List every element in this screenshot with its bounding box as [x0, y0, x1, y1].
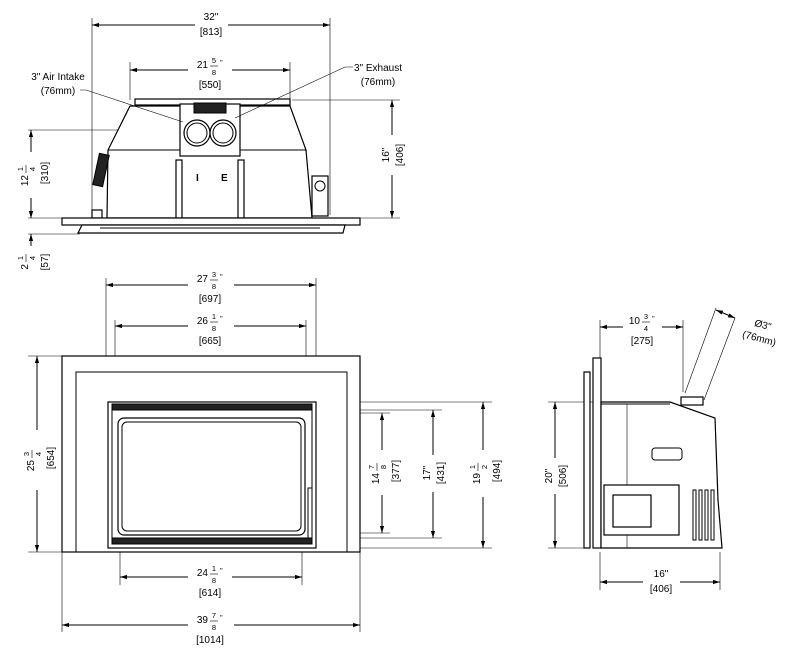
side-view: 10 3 4 " [275] Ø3" (76mm) 20" [506] 16" …	[544, 307, 777, 595]
svg-text:[1014]: [1014]	[196, 635, 224, 646]
svg-text:[57]: [57]	[40, 253, 51, 270]
svg-text:1: 1	[16, 256, 25, 260]
svg-text:14: 14	[371, 473, 382, 485]
dim-side-height: 20" [506]	[544, 465, 569, 487]
svg-text:17": 17"	[422, 465, 433, 480]
svg-text:2: 2	[480, 465, 489, 469]
svg-text:4: 4	[28, 167, 37, 171]
svg-text:": "	[220, 566, 223, 575]
side-vent-slots	[692, 489, 715, 541]
svg-text:1: 1	[16, 167, 25, 171]
svg-text:20": 20"	[544, 468, 555, 483]
dim-overall-width: 32" [813]	[200, 12, 222, 38]
svg-text:[665]: [665]	[199, 336, 221, 347]
svg-text:10: 10	[629, 316, 641, 327]
svg-text:1: 1	[212, 564, 216, 573]
svg-text:": "	[220, 272, 223, 281]
svg-text:[550]: [550]	[199, 80, 221, 91]
svg-text:3: 3	[22, 452, 31, 456]
svg-text:[494]: [494]	[492, 460, 503, 482]
svg-text:4: 4	[644, 324, 648, 333]
svg-text:2: 2	[20, 264, 31, 270]
svg-text:21: 21	[197, 60, 209, 71]
svg-text:4: 4	[28, 256, 37, 260]
svg-text:39: 39	[197, 615, 209, 626]
svg-text:8: 8	[212, 324, 216, 333]
svg-text:[310]: [310]	[40, 162, 51, 184]
svg-text:8: 8	[212, 623, 216, 632]
svg-text:24: 24	[197, 568, 209, 579]
dim-opening-height: 17" [431]	[422, 462, 447, 484]
svg-text:": "	[220, 613, 223, 622]
svg-text:27: 27	[197, 274, 209, 285]
svg-text:8: 8	[212, 576, 216, 585]
dim-flange: 2 1 4 [57]	[16, 253, 51, 270]
svg-text:[431]: [431]	[436, 462, 447, 484]
svg-text:26: 26	[197, 316, 209, 327]
svg-text:[406]: [406]	[395, 144, 406, 166]
exhaust-label: 3" Exhaust (76mm)	[234, 63, 402, 119]
svg-text:(76mm): (76mm)	[41, 86, 75, 97]
svg-text:(76mm): (76mm)	[741, 329, 777, 349]
svg-text:16": 16"	[381, 147, 392, 162]
dim-surround-height: 25 3 4 [654]	[22, 447, 57, 471]
dim-flue-diameter: Ø3" (76mm)	[741, 318, 777, 349]
svg-text:[506]: [506]	[558, 465, 569, 487]
svg-text:25: 25	[26, 460, 37, 472]
svg-text:[697]: [697]	[199, 294, 221, 305]
dim-door-height: 19 1 2 [494]	[468, 460, 503, 484]
svg-text:[654]: [654]	[46, 447, 57, 469]
svg-text:5: 5	[212, 56, 216, 65]
exhaust-collar	[209, 119, 237, 147]
dim-door-outer-width: 27 3 8 " [697]	[197, 270, 223, 305]
air-intake-collar	[183, 119, 211, 147]
dim-door-inner-width: 26 1 8 " [665]	[197, 312, 223, 347]
dim-flue-offset: 10 3 4 " [275]	[629, 312, 655, 347]
top-view: I E 32" [813] 21 5 8 " [550] 3" Air Inta…	[16, 12, 406, 270]
dim-glass-height: 14 7 8 [377]	[367, 460, 402, 484]
dim-height: 16" [406]	[381, 144, 406, 166]
dim-side-depth: 16" [406]	[650, 569, 672, 595]
svg-text:": "	[220, 58, 223, 67]
svg-text:(76mm): (76mm)	[361, 77, 395, 88]
svg-text:": "	[220, 314, 223, 323]
svg-text:3" Air Intake: 3" Air Intake	[31, 72, 85, 83]
front-view: 27 3 8 " [697] 26 1 8 " [665] 25 3 4 [65…	[22, 270, 503, 646]
svg-text:[377]: [377]	[391, 460, 402, 482]
glass-panel	[117, 417, 306, 536]
svg-text:[614]: [614]	[199, 588, 221, 599]
intake-mark: I	[196, 173, 199, 184]
svg-text:1: 1	[212, 312, 216, 321]
svg-text:3: 3	[212, 270, 216, 279]
svg-text:1: 1	[468, 465, 477, 469]
svg-text:7: 7	[212, 611, 216, 620]
svg-text:8: 8	[212, 68, 216, 77]
exhaust-mark: E	[221, 173, 228, 184]
svg-text:": "	[652, 314, 655, 323]
dim-surround-width: 39 7 8 " [1014]	[196, 611, 224, 646]
air-intake-label: 3" Air Intake (76mm)	[31, 72, 184, 123]
svg-text:3: 3	[644, 312, 648, 321]
svg-text:[275]: [275]	[631, 336, 653, 347]
svg-text:[813]: [813]	[200, 27, 222, 38]
dim-vent-height: 12 1 4 [310]	[16, 162, 51, 186]
svg-text:3" Exhaust: 3" Exhaust	[354, 63, 402, 74]
svg-text:8: 8	[379, 465, 388, 469]
svg-text:12: 12	[20, 175, 31, 187]
dim-rim-width: 21 5 8 " [550]	[197, 56, 223, 91]
svg-text:16": 16"	[654, 569, 669, 580]
svg-text:7: 7	[367, 465, 376, 469]
dim-glass-width: 24 1 8 " [614]	[197, 564, 223, 599]
svg-text:8: 8	[212, 282, 216, 291]
svg-text:32": 32"	[204, 12, 219, 23]
svg-text:Ø3": Ø3"	[753, 318, 773, 333]
svg-text:19: 19	[472, 473, 483, 485]
svg-text:4: 4	[34, 452, 43, 456]
svg-text:[406]: [406]	[650, 584, 672, 595]
